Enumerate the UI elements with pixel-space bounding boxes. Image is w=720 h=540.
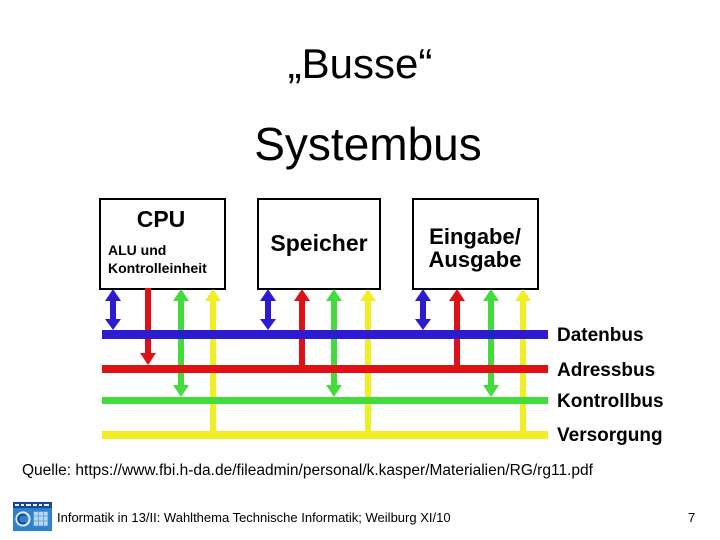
logo-grid-lines [33,511,48,526]
logo-top-text-marks [15,504,49,506]
eingabe-ausgabe-line2: Ausgabe [429,247,522,272]
connector-arrowheads [105,289,531,397]
speicher-kontrollbus-shaft [331,301,337,385]
school-logo [13,502,52,531]
slide-title: „Busse“ [287,40,433,87]
ea-kontrollbus-shaft [488,301,494,385]
cpu-datenbus-arrow-down [105,319,121,330]
cpu-kontrollbus-arrow-up [173,289,189,301]
ea-datenbus-shaft [420,301,426,319]
speicher-adressbus-arrow-up [294,289,310,301]
cpu-datenbus-shaft [110,301,116,319]
eingabe-ausgabe-line1: Eingabe/ [429,224,521,249]
source-line: Quelle: https://www.fbi.h-da.de/fileadmi… [22,462,593,479]
ea-kontrollbus-arrow-up [483,289,499,301]
cpu-kontrollbus-shaft [178,301,184,385]
versorgung-label: Versorgung [557,425,663,446]
speicher-box-rect [257,198,381,290]
speicher-kontrollbus-arrow-up [326,289,342,301]
cpu-adressbus-arrow-down [140,353,156,365]
versorgung-line [102,431,548,439]
logo-c-mark [17,513,27,525]
bus-labels: Datenbus Adressbus Kontrollbus Versorgun… [557,325,664,446]
speicher-versorgung-arrow-up [360,289,376,301]
footer-text: Informatik in 13/II: Wahlthema Technisch… [57,510,451,525]
speicher-box-title: Speicher [270,230,367,256]
ea-kontrollbus-arrow-down [483,385,499,397]
cpu-versorgung-arrow-up [205,289,221,301]
datenbus-line [102,330,548,339]
kontrollbus-label: Kontrollbus [557,391,664,412]
logo-top-strip [13,502,52,508]
cpu-adressbus-shaft [145,288,151,353]
connector-shafts [110,288,526,435]
cpu-datenbus-arrow-up [105,289,121,301]
footer-page-number: 7 [688,510,696,525]
ea-adressbus-arrow-up [449,289,465,301]
cpu-box-line2: Kontrolleinheit [108,260,207,276]
ea-datenbus-arrow-down [415,319,431,330]
bus-lines [102,330,548,439]
speicher-datenbus-arrow-up [260,289,276,301]
speicher-kontrollbus-arrow-down [326,385,342,397]
cpu-box-title: CPU [137,206,186,232]
cpu-kontrollbus-arrow-down [173,385,189,397]
logo-circle-mark [15,511,31,527]
diagram-heading: Systembus [254,118,482,170]
cpu-box: CPU ALU und Kontrolleinheit [99,198,226,290]
ea-datenbus-arrow-up [415,289,431,301]
ea-versorgung-arrow-up [515,289,531,301]
cpu-box-line1: ALU und [108,242,166,258]
cpu-box-rect [99,198,226,290]
speicher-datenbus-arrow-down [260,319,276,330]
eingabe-ausgabe-box-rect [412,198,539,290]
eingabe-ausgabe-box: Eingabe/ Ausgabe [412,198,539,290]
kontrollbus-line [102,397,548,404]
logo-grid-panel [33,511,49,527]
speicher-datenbus-shaft [265,301,271,319]
speicher-box: Speicher [257,198,381,290]
adressbus-label: Adressbus [557,360,655,381]
datenbus-label: Datenbus [557,325,644,346]
adressbus-line [102,365,548,373]
